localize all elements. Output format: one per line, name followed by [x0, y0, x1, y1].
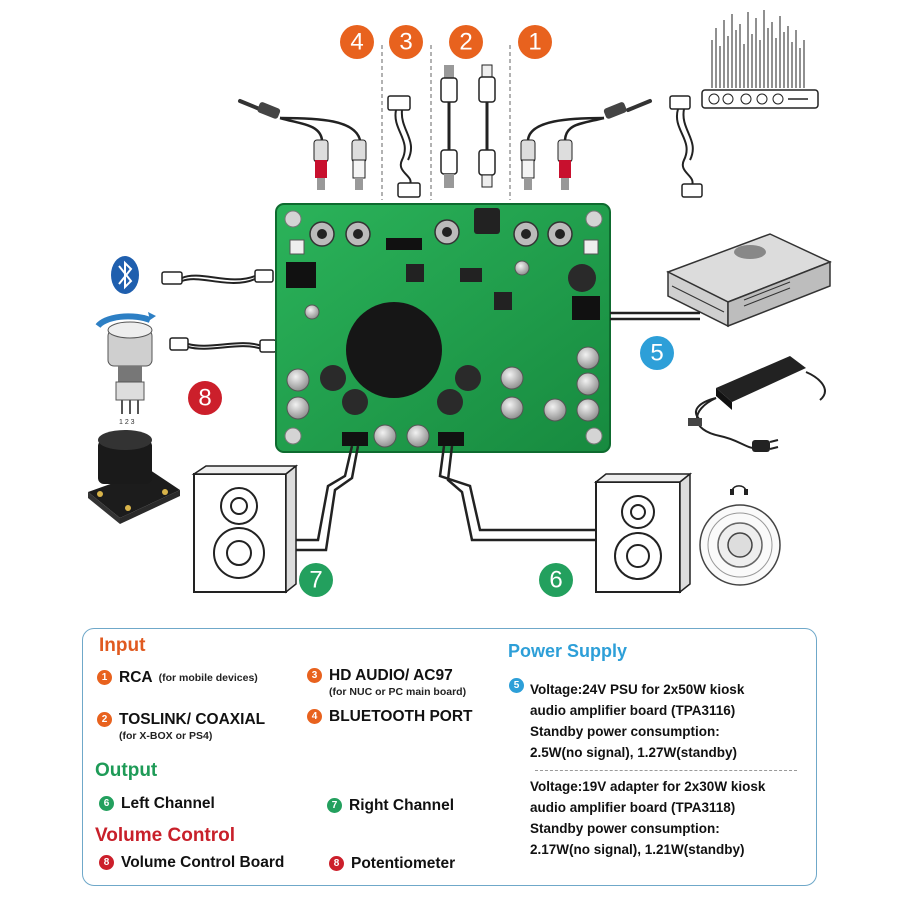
volume-cable: [169, 337, 277, 353]
volume-heading: Volume Control: [95, 825, 236, 846]
svg-text:4: 4: [350, 29, 363, 56]
toslink-cable: [478, 64, 496, 188]
svg-text:8: 8: [198, 385, 211, 412]
left-rca-cable: [238, 99, 367, 190]
volume-num-pot: 8: [329, 856, 344, 871]
svg-text:1 2 3: 1 2 3: [119, 419, 135, 426]
output-label-right: Right Channel: [349, 797, 455, 814]
input-item-hdaudio: 3 HD AUDIO/ AC97 (for NUC or PC main boa…: [307, 666, 466, 699]
input-num-2: 2: [97, 712, 112, 727]
input-num-3: 3: [307, 668, 322, 683]
adapter-line: Standby power consumption:: [530, 821, 720, 836]
power-divider: [535, 770, 797, 771]
input-group-separators: [381, 45, 511, 200]
volume-knob: 1 2 3: [95, 312, 156, 426]
svg-text:2: 2: [459, 29, 472, 56]
input-label-bluetooth: BLUETOOTH PORT: [329, 708, 473, 725]
input-note-hdaudio: (for NUC or PC main board): [329, 686, 467, 698]
input-item-toslink: 2 TOSLINK/ COAXIAL (for X-BOX or PS4): [97, 710, 265, 743]
input-label-hdaudio: HD AUDIO/ AC97: [329, 667, 453, 684]
svg-text:1: 1: [528, 29, 541, 56]
amplifier-connection-diagram: 4 3 2 1: [88, 10, 832, 597]
left-speaker-cable: [288, 445, 360, 552]
right-rca-cable: [520, 99, 652, 190]
volume-control-board: [88, 430, 180, 524]
output-item-right: 7 Right Channel: [327, 796, 454, 815]
bluetooth-icon: [111, 256, 139, 294]
svg-text:3: 3: [399, 29, 412, 56]
power-heading: Power Supply: [508, 641, 628, 661]
svg-text:6: 6: [549, 567, 562, 594]
output-num-6: 6: [99, 796, 114, 811]
psu-spec: Voltage:24V PSU for 2x50W kiosk audio am…: [530, 679, 744, 763]
right-speaker: [593, 472, 693, 594]
adapter-spec: Voltage:19V adapter for 2x30W kiosk audi…: [530, 776, 765, 860]
badge-3: 3: [389, 25, 423, 59]
power-cable: [610, 311, 700, 321]
power-adapter: [688, 356, 826, 452]
input-note-rca: (for mobile devices): [158, 672, 258, 684]
power-supply-unit: [666, 233, 832, 328]
output-heading: Output: [95, 760, 158, 781]
coaxial-cable: [440, 65, 458, 188]
svg-text:7: 7: [309, 567, 322, 594]
input-heading: Input: [99, 635, 146, 656]
input-label-rca: RCA: [119, 669, 153, 686]
power-num-5: 5: [509, 678, 524, 693]
left-speaker: [191, 464, 299, 594]
output-item-left: 6 Left Channel: [99, 794, 215, 813]
badge-5: 5: [640, 336, 674, 370]
adapter-line: 2.17W(no signal), 1.21W(standby): [530, 842, 745, 857]
volume-label-pot: Potentiometer: [351, 855, 456, 872]
speaker-cone: [699, 485, 781, 586]
input-label-toslink: TOSLINK/ COAXIAL: [119, 711, 266, 728]
badge-7: 7: [299, 563, 333, 597]
volume-item-pot: 8 Potentiometer: [329, 854, 455, 873]
amplifier-pcb: [275, 203, 611, 453]
adapter-line: Voltage:19V adapter for 2x30W kiosk: [530, 779, 766, 794]
spectrum-display: [701, 10, 819, 109]
right-speaker-cable: [438, 445, 596, 542]
hd-audio-cable: [387, 95, 421, 198]
input-note-toslink: (for X-BOX or PS4): [119, 730, 213, 742]
badge-6: 6: [539, 563, 573, 597]
adapter-line: audio amplifier board (TPA3118): [530, 800, 736, 815]
psu-line: Standby power consumption:: [530, 724, 720, 739]
volume-num-board: 8: [99, 855, 114, 870]
psu-line: 2.5W(no signal), 1.27W(standby): [530, 745, 738, 760]
legend-panel: Input 1 RCA (for mobile devices) 2 TOSLI…: [82, 628, 817, 886]
badge-1: 1: [518, 25, 552, 59]
output-num-7: 7: [327, 798, 342, 813]
output-label-left: Left Channel: [121, 795, 215, 812]
volume-item-board: 8 Volume Control Board: [99, 853, 284, 872]
psu-line: Voltage:24V PSU for 2x50W kiosk: [530, 682, 745, 697]
input-item-rca: 1 RCA (for mobile devices): [97, 668, 258, 687]
bluetooth-cable: [161, 269, 274, 285]
extra-connector-cable: [669, 95, 703, 198]
badge-8: 8: [188, 381, 222, 415]
input-num-1: 1: [97, 670, 112, 685]
input-num-4: 4: [307, 709, 322, 724]
volume-label-board: Volume Control Board: [121, 854, 285, 871]
badge-4: 4: [340, 25, 374, 59]
badge-2: 2: [449, 25, 483, 59]
svg-text:5: 5: [650, 340, 663, 367]
psu-line: audio amplifier board (TPA3116): [530, 703, 736, 718]
input-item-bluetooth: 4 BLUETOOTH PORT: [307, 707, 473, 726]
